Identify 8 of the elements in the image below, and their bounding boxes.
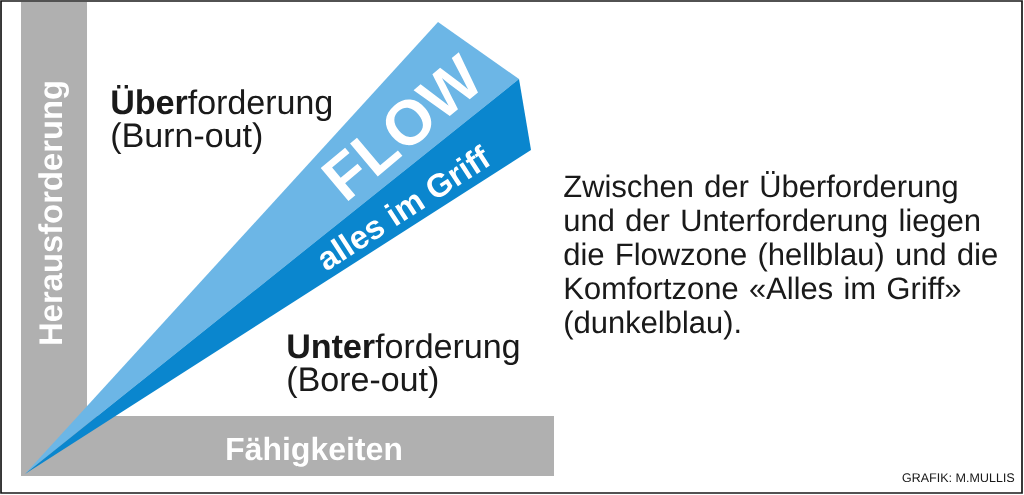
axis-bar: Fähigkeiten xyxy=(87,416,554,476)
description-text: Zwischen der Überforderung und der Unterforderung liegen die Flowzone (hellblau) und die Komfortzone «Alles im Griff» (dunkelblau). xyxy=(564,171,997,340)
credit-line: GRAFIK: M.MULLIS xyxy=(902,473,1015,483)
zone-label: Unterforderung xyxy=(288,333,519,366)
zone-note: (Bore-out) xyxy=(288,366,438,399)
zone-note: (Burn-out) xyxy=(112,122,262,155)
node-label: Fähigkeiten xyxy=(227,436,401,467)
axis-bar: Herausforderung xyxy=(21,2,87,476)
